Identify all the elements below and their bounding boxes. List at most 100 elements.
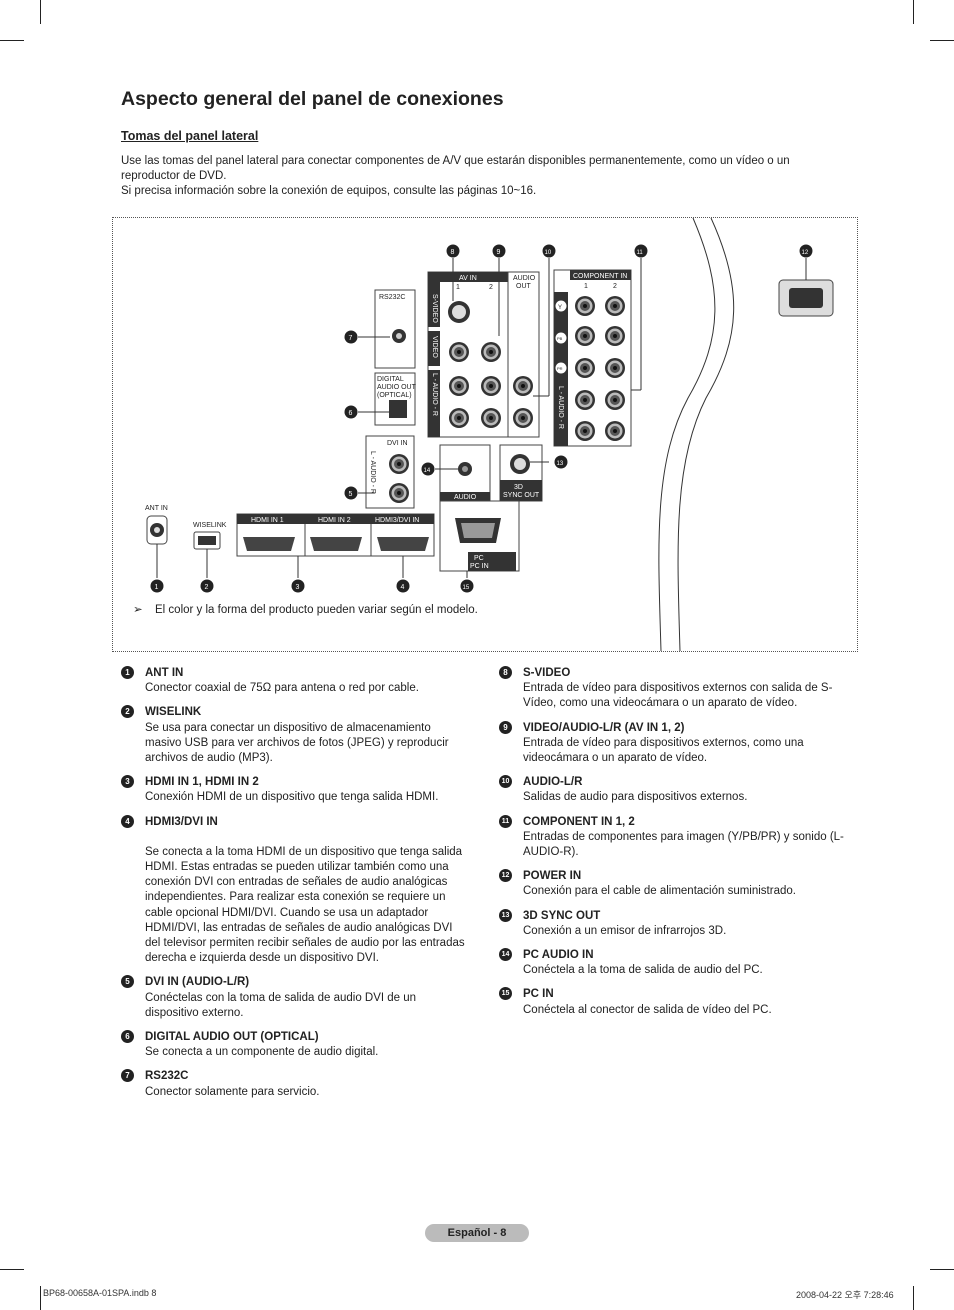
comp-y-label: Y — [558, 305, 562, 311]
item-title: DVI IN (AUDIO-L/R) — [145, 976, 250, 989]
list-item: 7 RS232C Conector solamente para servici… — [121, 1069, 466, 1099]
callout-2: 2 — [205, 584, 209, 591]
item-number: 7 — [121, 1069, 134, 1083]
video-label: VIDEO — [431, 336, 438, 358]
hdmi-in-1-label: HDMI IN 1 — [251, 517, 284, 524]
callout-15: 15 — [463, 585, 470, 591]
crop-mark — [40, 0, 41, 24]
note-text: El color y la forma del producto pueden … — [155, 604, 478, 616]
crop-mark — [913, 1286, 914, 1310]
component-in-label: COMPONENT IN — [573, 273, 627, 280]
item-number: 10 — [499, 775, 512, 789]
item-desc: Conector coaxial de 75Ω para antena o re… — [145, 682, 419, 695]
callout-8: 8 — [451, 249, 455, 256]
callout-12: 12 — [802, 250, 809, 256]
digital-label-2: AUDIO OUT — [377, 384, 417, 391]
item-desc: Conéctelas con la toma de salida de audi… — [145, 991, 417, 1019]
comp-2-label: 2 — [613, 283, 617, 290]
audio-out-label-1: AUDIO — [513, 275, 536, 282]
item-title: COMPONENT IN 1, 2 — [523, 815, 635, 828]
intro-paragraph-2: Si precisa información sobre la conexión… — [121, 185, 537, 197]
item-title: S-VIDEO — [523, 667, 571, 679]
comp-pr-label: PR — [557, 366, 563, 371]
item-title: PC AUDIO IN — [523, 949, 594, 962]
item-desc: Entrada de vídeo para dispositivos exter… — [523, 682, 833, 710]
callout-7: 7 — [349, 335, 353, 342]
audio-out-label-2: OUT — [516, 283, 532, 290]
crop-mark — [40, 1286, 41, 1310]
item-number: 5 — [121, 975, 134, 989]
item-title: DIGITAL AUDIO OUT (OPTICAL) — [145, 1031, 319, 1044]
tv-edge-curve — [658, 218, 716, 651]
sync-label-2: SYNC OUT — [503, 492, 540, 499]
av-in-label: AV IN — [459, 275, 477, 282]
item-number: 14 — [499, 948, 512, 962]
crop-mark — [913, 0, 914, 24]
item-number: 11 — [499, 814, 512, 828]
list-item: 13 3D SYNC OUT Conexión a un emisor de i… — [499, 908, 844, 939]
comp-audio-label: L - AUDIO - R — [557, 386, 564, 429]
wiselink-label: WISELINK — [193, 522, 227, 529]
item-number: 4 — [121, 814, 134, 828]
ant-in-label: ANT IN — [145, 505, 168, 512]
item-title: POWER IN — [523, 870, 582, 883]
rs232c-panel — [374, 289, 416, 369]
item-desc: Salidas de audio para dispositivos exter… — [523, 791, 748, 804]
list-item: 14 PC AUDIO IN Conéctela a la toma de sa… — [499, 948, 844, 978]
page-number-badge: Español - 8 — [425, 1224, 529, 1242]
s-video-label: S-VIDEO — [431, 294, 438, 323]
item-number: 15 — [499, 987, 512, 1001]
intro-paragraph-1: Use las tomas del panel lateral para con… — [121, 155, 790, 182]
rs232c-label: RS232C — [379, 294, 405, 301]
item-number: 3 — [121, 775, 134, 789]
item-title: HDMI3/DVI IN — [145, 815, 218, 828]
crop-mark — [0, 1269, 24, 1270]
pc-in-label: PC IN — [470, 563, 489, 570]
callout-13: 13 — [557, 461, 564, 467]
av-2-label: 2 — [489, 284, 493, 291]
callout-4: 4 — [401, 584, 405, 591]
callout-markers: 1 2 3 4 5 6 7 8 9 10 11 12 13 14 15 — [150, 244, 813, 593]
sync-label-1: 3D — [514, 484, 523, 491]
list-item: 3 HDMI IN 1, HDMI IN 2 Conexión HDMI de … — [121, 775, 466, 805]
list-item: 10 AUDIO-L/R Salidas de audio para dispo… — [499, 775, 844, 805]
callout-14: 14 — [424, 468, 431, 474]
item-title: 3D SYNC OUT — [523, 909, 601, 922]
list-item: 6 DIGITAL AUDIO OUT (OPTICAL) Se conecta… — [121, 1030, 466, 1060]
item-number: 12 — [499, 869, 512, 883]
item-number: 13 — [499, 908, 512, 922]
item-title: HDMI IN 1, HDMI IN 2 — [145, 776, 259, 789]
item-number: 2 — [121, 705, 134, 719]
callout-5: 5 — [349, 491, 353, 498]
hdmi-in-2-port — [310, 537, 362, 551]
item-number: 8 — [499, 666, 512, 679]
optical-port — [389, 400, 407, 418]
callout-3: 3 — [296, 584, 300, 591]
crop-mark — [0, 40, 24, 41]
item-desc: Conéctela al conector de salida de vídeo… — [523, 1003, 772, 1016]
panel-diagram: ANT IN WISELINK HDMI IN 1 HDMI IN 2 HDMI… — [145, 218, 834, 651]
callout-9: 9 — [497, 249, 501, 256]
list-item: 15 PC IN Conéctela al conector de salida… — [499, 987, 844, 1017]
list-item: 2 WISELINK Se usa para conectar un dispo… — [121, 705, 466, 766]
descriptions-left: 1 ANT IN Conector coaxial de 75Ω para an… — [121, 666, 466, 1109]
comp-1-label: 1 — [584, 283, 588, 290]
list-item: 8 S-VIDEO Entrada de vídeo para disposit… — [499, 666, 844, 712]
item-number: 6 — [121, 1030, 134, 1044]
crop-mark — [930, 40, 954, 41]
page-title: Aspecto general del panel de conexiones — [121, 88, 504, 110]
tv-edge-curve — [677, 218, 735, 651]
item-title: VIDEO/AUDIO-L/R (AV IN 1, 2) — [523, 721, 685, 734]
file-slug: BP68-00658A-01SPA.indb 8 — [43, 1288, 157, 1298]
section-heading: Tomas del panel lateral — [121, 129, 259, 143]
pc-audio-label: AUDIO — [454, 494, 477, 501]
digital-label-1: DIGITAL — [377, 376, 404, 383]
hdmi3-port — [377, 537, 429, 551]
item-number: 9 — [499, 720, 512, 734]
item-desc: Entradas de componentes para imagen (Y/P… — [523, 830, 844, 859]
list-item: 4 HDMI3/DVI IN Se conecta a la toma HDMI… — [121, 814, 466, 967]
callout-1: 1 — [155, 584, 159, 591]
list-item: 5 DVI IN (AUDIO-L/R) Conéctelas con la t… — [121, 975, 466, 1021]
model-note: ➢El color y la forma del producto pueden… — [133, 602, 478, 616]
timestamp-slug: 2008-04-22 오후 7:28:46 — [796, 1290, 894, 1300]
